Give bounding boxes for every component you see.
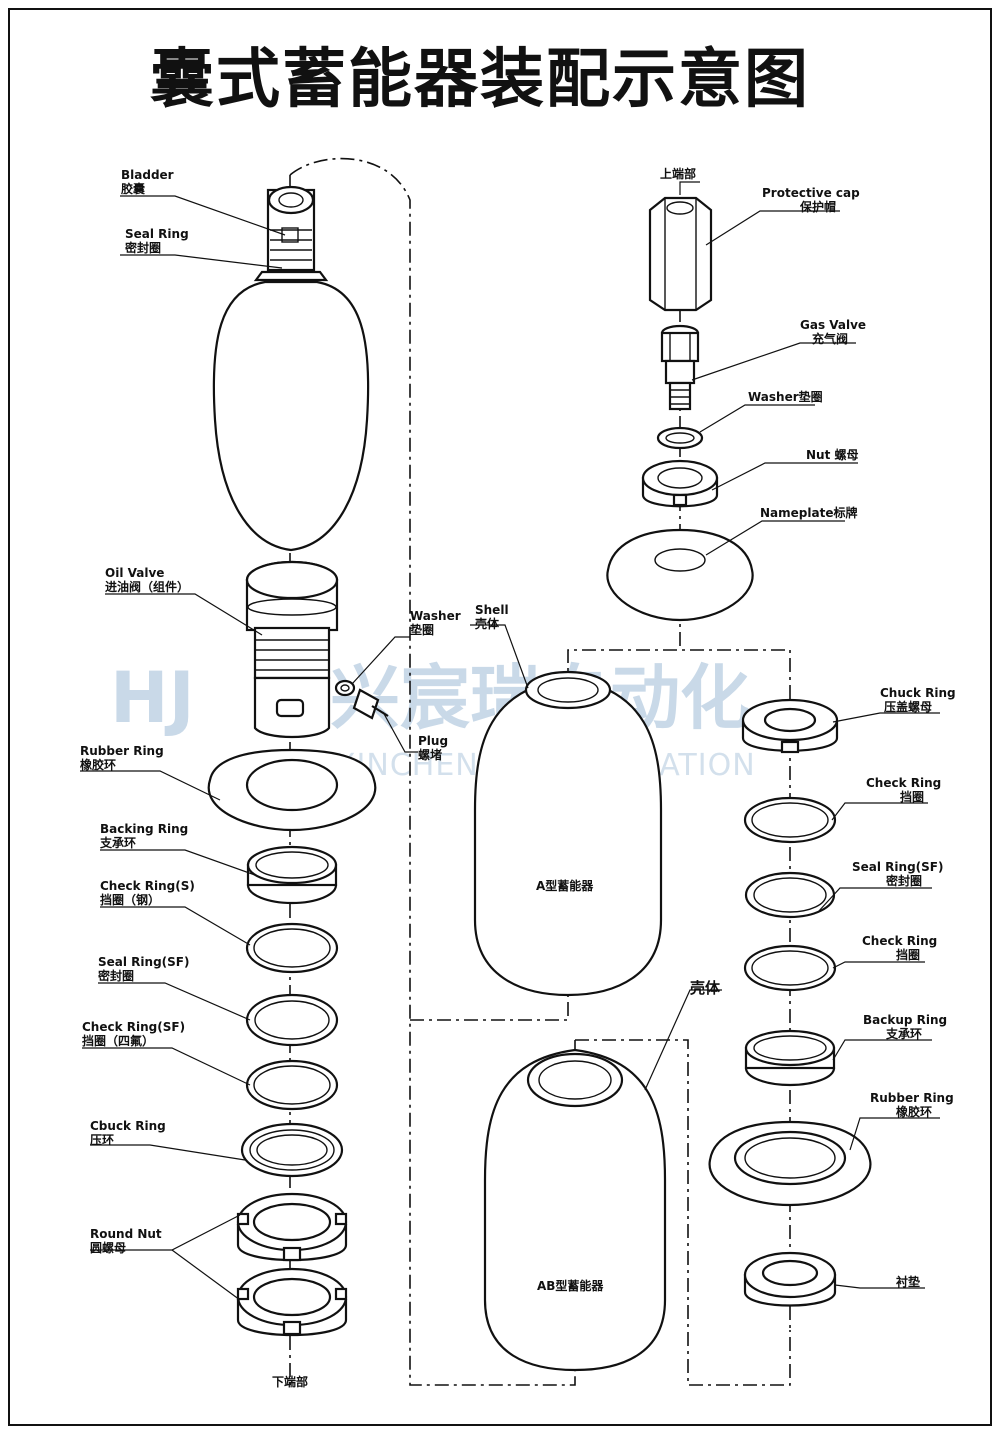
label-a-type: A型蓄能器 (536, 878, 594, 893)
label-chuck-ring-cn: 压盖螺母 (884, 699, 932, 714)
cbuck-ring (240, 1122, 344, 1178)
label-chuck-ring-en: Chuck Ring (880, 686, 956, 700)
label-check-ring-sf-left-en: Check Ring(SF) (82, 1020, 185, 1034)
label-lower-end: 下端部 (272, 1374, 308, 1389)
label-seal-ring-en: Seal Ring (125, 227, 189, 241)
round-nut-upper (236, 1192, 348, 1262)
label-washer-left-en: Washer (410, 609, 461, 623)
label-protective-cap-cn: 保护帽 (799, 199, 836, 214)
label-ab-type: AB型蓄能器 (537, 1278, 604, 1293)
check-ring-sf-left (245, 1059, 339, 1111)
chuck-ring-right (741, 698, 839, 754)
label-oil-valve-cn: 进油阀（组件） (105, 579, 189, 594)
label-gas-valve-en: Gas Valve (800, 318, 866, 332)
label-shell-cn: 壳体 (474, 616, 500, 631)
check-ring-right-2 (743, 944, 837, 992)
label-seal-ring-sf-right-en: Seal Ring(SF) (852, 860, 943, 874)
label-seal-ring-sf-left-en: Seal Ring(SF) (98, 955, 189, 969)
gasket (743, 1251, 837, 1307)
rubber-ring-left (207, 748, 377, 832)
label-cbuck-ring-cn: 压环 (90, 1133, 114, 1147)
nameplate (606, 528, 754, 622)
label-check-ring-right-1-en: Check Ring (866, 776, 941, 790)
label-rubber-ring-left-en: Rubber Ring (80, 744, 164, 758)
label-round-nut-cn: 圆螺母 (90, 1240, 126, 1255)
label-check-ring-right-2-cn: 挡圈 (896, 947, 920, 962)
label-washer-left-cn: 垫圈 (410, 622, 434, 637)
label-check-ring-sf-left-cn: 挡圈（四氟） (82, 1033, 154, 1048)
bladder (212, 185, 370, 552)
rubber-ring-right (708, 1120, 872, 1207)
label-rubber-ring-left-cn: 橡胶环 (80, 757, 116, 772)
check-ring-s (245, 922, 339, 974)
gas-valve (660, 324, 700, 411)
label-bladder-en: Bladder (121, 168, 174, 182)
nut-right (641, 459, 719, 508)
label-shell-en: Shell (475, 603, 509, 617)
label-cbuck-ring-en: Cbuck Ring (90, 1119, 166, 1133)
check-ring-right-1 (743, 796, 837, 844)
label-backup-ring-en: Backup Ring (863, 1013, 947, 1027)
labels: Bladder 胶囊 Seal Ring 密封圈 Oil Valve 进油阀（组… (80, 166, 956, 1389)
protective-cap (648, 196, 713, 312)
diagram-frame (8, 8, 992, 1426)
label-check-ring-right-2-en: Check Ring (862, 934, 937, 948)
label-washer-right: Washer垫圈 (748, 389, 823, 404)
label-check-ring-right-1-cn: 挡圈 (900, 789, 924, 804)
shell-a-type (473, 670, 663, 997)
page-title: 囊式蓄能器装配示意图 (150, 43, 810, 117)
label-gas-valve-cn: 充气阀 (812, 331, 848, 346)
label-backing-ring-en: Backing Ring (100, 822, 188, 836)
label-oil-valve-en: Oil Valve (105, 566, 164, 580)
label-protective-cap-en: Protective cap (762, 186, 860, 200)
watermark: HJ 兴宸瑞自动化 XINCHENRUI AUTOMATION (110, 657, 755, 783)
label-backup-ring-cn: 支承环 (885, 1026, 922, 1041)
backup-ring (744, 1029, 836, 1087)
round-nut-lower (236, 1267, 348, 1337)
backing-ring (246, 845, 338, 905)
washer-right (656, 426, 704, 450)
label-nameplate: Nameplate标牌 (760, 505, 857, 520)
leader-lines (80, 181, 940, 1301)
watermark-logo: HJ (110, 657, 195, 739)
label-bladder-cn: 胶囊 (121, 181, 146, 196)
label-plug-en: Plug (418, 734, 448, 748)
label-nut: Nut 螺母 (806, 447, 859, 462)
label-round-nut-en: Round Nut (90, 1227, 162, 1241)
label-rubber-ring-right-cn: 橡胶环 (896, 1104, 932, 1119)
label-gasket: 衬垫 (896, 1274, 920, 1289)
label-seal-ring-sf-left-cn: 密封圈 (98, 968, 134, 983)
label-backing-ring-cn: 支承环 (99, 835, 136, 850)
label-shell-cn-2: 壳体 (689, 979, 721, 997)
oil-valve (245, 560, 339, 739)
label-check-ring-s-cn: 挡圈（钢） (100, 892, 160, 907)
seal-ring-sf-right (744, 871, 836, 919)
washer-plug (334, 679, 389, 720)
label-upper-end: 上端部 (660, 166, 696, 181)
seal-ring-sf-left (245, 993, 339, 1047)
label-plug-cn: 螺堵 (418, 747, 442, 762)
shell-ab-type (483, 1048, 667, 1372)
label-rubber-ring-right-en: Rubber Ring (870, 1091, 954, 1105)
label-seal-ring-sf-right-cn: 密封圈 (886, 873, 922, 888)
label-check-ring-s-en: Check Ring(S) (100, 879, 195, 893)
label-seal-ring-cn: 密封圈 (125, 240, 161, 255)
